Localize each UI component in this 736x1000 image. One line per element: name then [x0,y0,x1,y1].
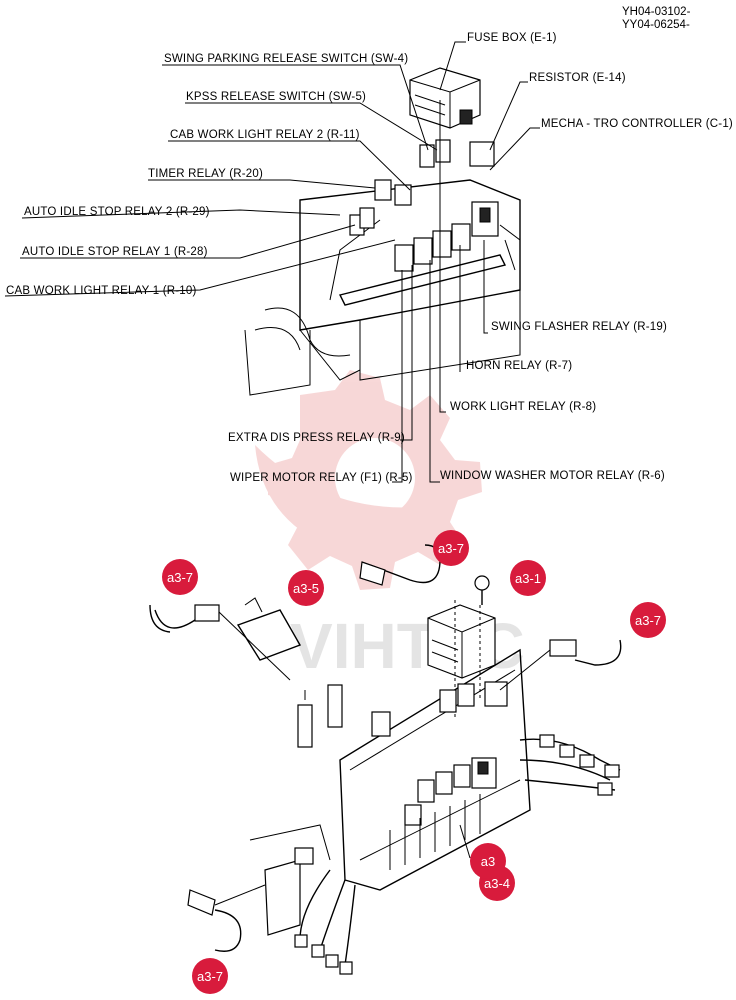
tag-t4[interactable]: a3-1 [510,560,546,596]
label-fuse-box: FUSE BOX (E-1) [467,32,557,44]
label-cab-work-light-relay-2: CAB WORK LIGHT RELAY 2 (R-11) [170,129,360,141]
label-kpss-release-switch: KPSS RELEASE SWITCH (SW-5) [186,91,366,103]
watermark-logo [255,370,482,590]
tag-t6-leader [459,824,471,859]
tag-t8[interactable]: a3-7 [192,958,228,994]
label-mechatro-controller: MECHA - TRO CONTROLLER (C-1) [541,118,733,130]
watermark-swoosh [255,445,440,541]
tag-t7-label: a3-4 [484,876,510,891]
tag-t2[interactable]: a3-5 [288,570,324,606]
tag-t1[interactable]: a3-7 [162,559,198,595]
watermark-hole [335,438,415,518]
tag-t8-label: a3-7 [197,969,223,984]
doc-code-1: YH04-03102- [622,6,691,18]
doc-code-2: YY04-06254- [622,19,690,31]
label-auto-idle-stop-relay-2: AUTO IDLE STOP RELAY 2 (R-29) [24,206,210,218]
label-window-washer-motor-relay: WINDOW WASHER MOTOR RELAY (R-6) [440,470,665,482]
leader-lines-top [4,41,540,483]
tag-t3[interactable]: a3-7 [433,530,469,566]
tag-t4-label: a3-1 [515,571,541,586]
tag-t5[interactable]: a3-7 [630,602,666,638]
wire-harness-right [519,734,621,796]
label-extra-dis-press-relay: EXTRA DIS PRESS RELAY (R-9) [228,432,405,444]
tag-t2-label: a3-5 [293,581,319,596]
tag-t1-label: a3-7 [167,570,193,585]
label-resistor: RESISTOR (E-14) [529,72,626,84]
label-cab-work-light-relay-1: CAB WORK LIGHT RELAY 1 (R-10) [6,285,197,297]
panel-strips [389,794,481,870]
tag-t5-label: a3-7 [635,613,661,628]
label-wiper-motor-relay: WIPER MOTOR RELAY (F1) (R-5) [230,472,413,484]
wire-harness-left [294,869,356,975]
label-auto-idle-stop-relay-1: AUTO IDLE STOP RELAY 1 (R-28) [22,246,208,258]
tag-t6-label: a3 [481,854,495,869]
bottom-assembly [149,544,622,975]
label-swing-parking-release-switch: SWING PARKING RELEASE SWITCH (SW-4) [164,53,408,65]
label-horn-relay: HORN RELAY (R-7) [466,360,572,372]
relay-row [394,201,499,272]
tag-t3-label: a3-7 [438,541,464,556]
label-work-light-relay: WORK LIGHT RELAY (R-8) [450,401,596,413]
label-timer-relay: TIMER RELAY (R-20) [148,168,263,180]
tag-t6[interactable]: a3 [470,843,506,879]
label-swing-flasher-relay: SWING FLASHER RELAY (R-19) [491,321,667,333]
